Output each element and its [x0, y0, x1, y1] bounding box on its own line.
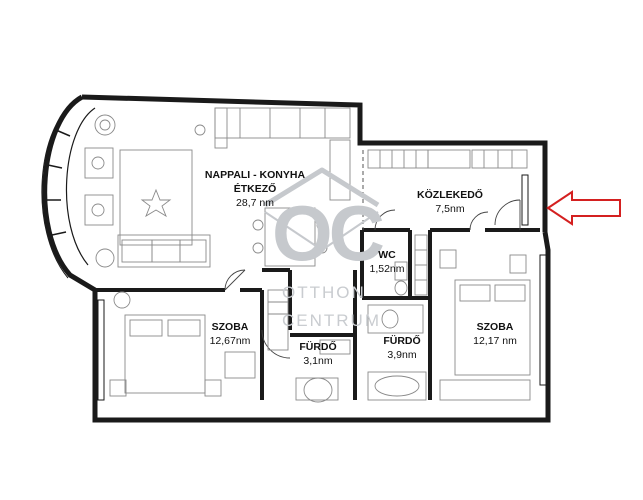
room-area: 28,7 nm	[236, 197, 274, 209]
room-name-line2: ÉTKEZŐ	[233, 183, 277, 195]
room-label-bath2: FÜRDŐ 3,9nm	[376, 334, 428, 362]
corridor-wardrobes	[367, 149, 528, 296]
bath2-fixtures	[367, 304, 427, 401]
room-name: FÜRDŐ	[383, 335, 421, 347]
living-room-furniture	[84, 114, 211, 268]
inner-walls	[95, 228, 540, 400]
door-swings	[224, 199, 521, 359]
room-name: SZOBA	[211, 321, 249, 333]
room-area: 3,1nm	[303, 355, 333, 367]
room-name: KÖZLEKEDŐ	[417, 189, 483, 201]
room-label-living-kitchen: NAPPALI - KONYHA ÉTKEZŐ 28,7 nm	[200, 168, 310, 210]
bath1-fixtures	[267, 289, 351, 403]
room-name: FÜRDŐ	[299, 341, 337, 353]
watermark-house-icon	[263, 167, 380, 251]
watermark-logo: OC	[272, 189, 385, 277]
windows	[97, 174, 547, 401]
room-area: 12,17 nm	[473, 335, 517, 347]
room-name: NAPPALI - KONYHA	[204, 169, 306, 181]
room-area: 7,5nm	[435, 203, 465, 215]
room-area: 12,67nm	[209, 335, 251, 347]
room-area: 1,52nm	[369, 263, 405, 275]
kitchen-counters	[214, 107, 351, 267]
room-label-bedroom1: SZOBA 12,67nm	[200, 320, 260, 348]
room-label-bedroom2: SZOBA 12,17 nm	[460, 320, 530, 348]
outer-walls	[42, 94, 551, 423]
room-area: 3,9nm	[387, 349, 417, 361]
bedroom2-furniture	[439, 249, 531, 401]
entrance-arrow-icon	[546, 190, 621, 226]
bedroom1-furniture	[109, 291, 256, 397]
bay-window-outer	[41, 99, 79, 279]
room-label-corridor: KÖZLEKEDŐ 7,5nm	[415, 188, 485, 216]
bay-window-mullions	[47, 129, 71, 236]
wc-fixtures	[394, 261, 408, 296]
room-name: WC	[378, 249, 396, 261]
room-name: SZOBA	[476, 321, 514, 333]
room-label-wc: WC 1,52nm	[363, 248, 411, 276]
room-label-bath1: FÜRDŐ 3,1nm	[292, 340, 344, 368]
watermark-line2: CENTRUM	[282, 311, 381, 330]
bay-window-inner	[65, 107, 96, 266]
watermark-line1: OTTHON	[282, 283, 366, 302]
